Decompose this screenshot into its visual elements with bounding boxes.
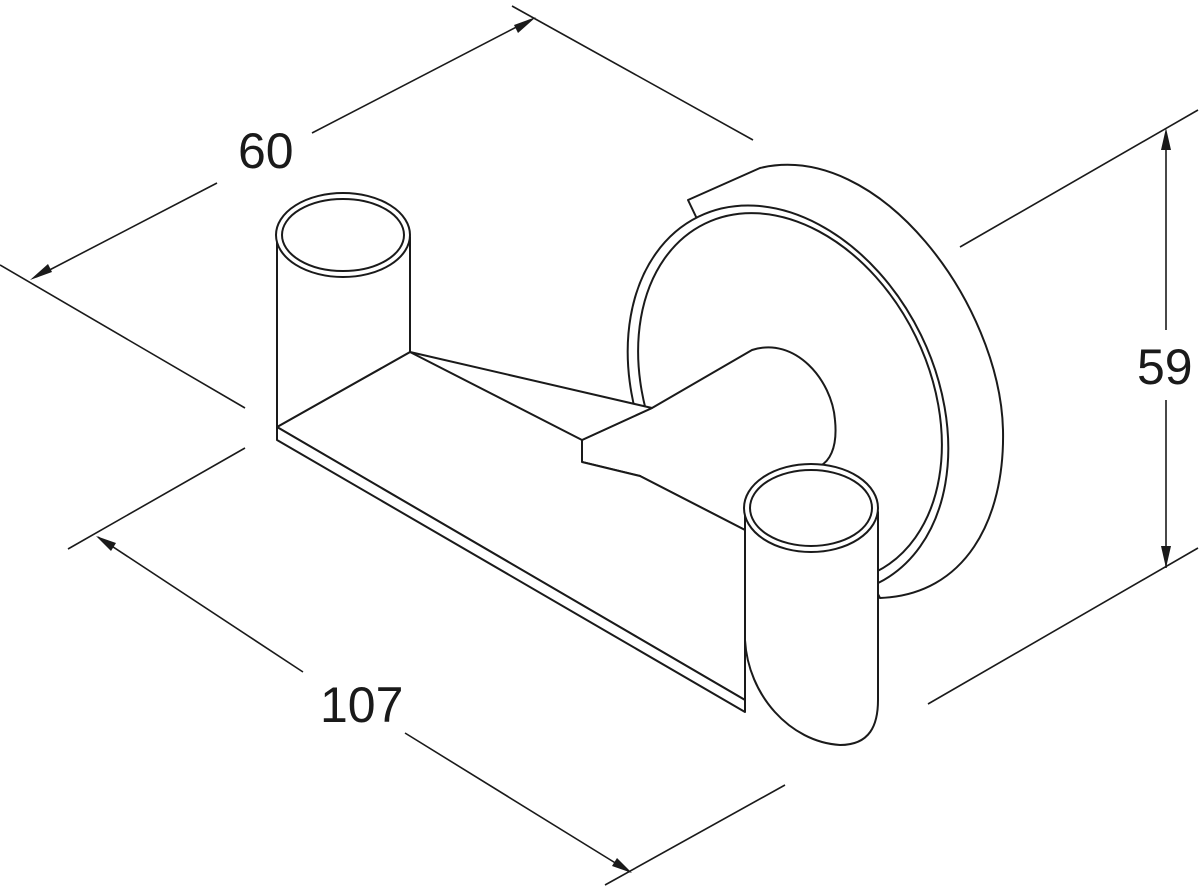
arrowhead-length-right xyxy=(612,858,632,873)
arrowhead-height-bottom xyxy=(1161,546,1171,568)
dimension-line-length-a xyxy=(97,536,304,673)
left-post-top-inner xyxy=(281,198,405,272)
dimension-label-length: 107 xyxy=(320,677,403,733)
base-bar-front-face xyxy=(276,426,746,713)
dimension-label-height: 59 xyxy=(1137,339,1193,395)
dimension-line-width-a xyxy=(35,182,218,278)
arrowhead-width-right xyxy=(514,17,536,33)
arrowhead-width-left xyxy=(30,264,52,280)
dimension-width: 60 xyxy=(0,5,754,409)
arrowhead-height-top xyxy=(1161,128,1171,150)
extension-line-length-left xyxy=(67,447,246,550)
hook-post-left xyxy=(275,192,411,428)
extension-line-height-top xyxy=(959,109,1199,248)
hook-post-right xyxy=(743,463,879,746)
left-post-top-outer xyxy=(275,192,411,278)
extension-line-width-left xyxy=(0,264,246,409)
dimension-length: 107 xyxy=(67,447,786,886)
extension-line-height-bottom xyxy=(927,547,1199,705)
dimension-label-width: 60 xyxy=(238,123,294,179)
right-post-top-outer xyxy=(743,463,879,553)
dimension-line-length-b xyxy=(404,732,631,873)
base-bar xyxy=(276,351,758,713)
extension-line-length-right xyxy=(604,784,786,886)
dimension-line-width-b xyxy=(311,19,531,134)
base-bar-ridge xyxy=(409,351,583,441)
dimension-height: 59 xyxy=(927,109,1199,705)
hook-product-outline xyxy=(275,163,1005,746)
right-post-body xyxy=(744,511,879,746)
arrowhead-length-left xyxy=(96,536,116,551)
right-post-top-inner xyxy=(749,469,873,547)
extension-line-width-right xyxy=(511,5,754,141)
